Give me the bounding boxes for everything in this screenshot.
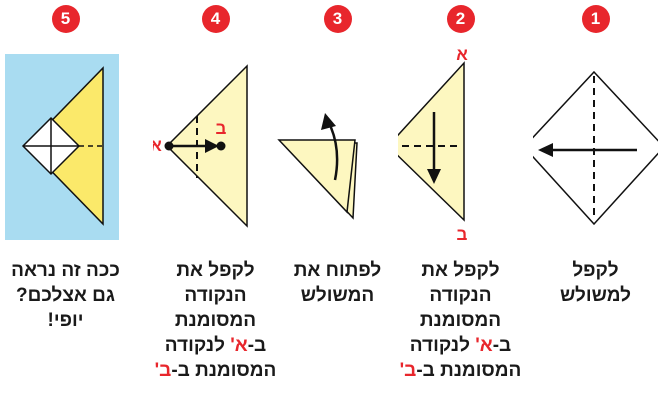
step-number-badge: 3 — [323, 5, 352, 33]
curved-unfold-arrow-icon — [328, 124, 339, 181]
point-b-label: ב — [457, 225, 468, 244]
unfold-diagram — [277, 113, 358, 220]
fold-point-diagram: א ב — [153, 64, 248, 228]
step-caption: לקפל את הנקודה המסומנת ב-א' לנקודה המסומ… — [399, 260, 522, 381]
step-number-badge: 2 — [446, 5, 475, 33]
step-1: 1 לקפל למשולש — [533, 0, 658, 396]
step-4: 4 א ב לקפל את הנקודה המסומנת ב-א' לנקודה… — [153, 0, 278, 396]
caption-line-5: המסומנת ב-ב' — [154, 360, 277, 381]
unfold-arrow-head-icon — [321, 113, 336, 130]
fold-arrow-head-icon — [427, 169, 441, 184]
step-caption: לקפל למשולש — [559, 260, 632, 306]
step-5: 5 ככה זה נראה גם אצלכם? יופי! — [3, 0, 128, 396]
step-3: 3 לפתוח את המשולש — [275, 0, 400, 396]
point-a-dot-icon — [164, 141, 174, 151]
step-2: 2 א ב לקפל את הנקודה המסומנת ב-א' לנקודה… — [398, 0, 523, 396]
fold-arrow-head-icon — [538, 143, 553, 157]
paper-square — [533, 70, 658, 226]
fold-arrow-head-icon — [205, 139, 219, 153]
caption-line-4: ב-א' לנקודה — [164, 335, 267, 356]
point-b-dot-icon — [216, 141, 226, 151]
square-diagram — [533, 70, 658, 226]
step-number-badge: 1 — [581, 5, 610, 33]
caption-line-4: ב-א' לנקודה — [409, 335, 512, 356]
paper-triangle — [398, 61, 465, 222]
paper-front-layer — [277, 139, 356, 214]
step-number-badge: 4 — [201, 5, 230, 33]
step-number-badge: 5 — [51, 5, 80, 33]
step-caption: לקפל את הנקודה המסומנת ב-א' לנקודה המסומ… — [154, 260, 277, 381]
result-diagram — [5, 54, 119, 240]
point-a-label: א — [153, 136, 162, 155]
triangle-diagram: א ב — [398, 45, 468, 244]
point-b-label: ב — [216, 119, 227, 138]
point-a-label: א — [456, 45, 468, 64]
caption-line-5: המסומנת ב-ב' — [399, 360, 522, 381]
step-caption: לפתוח את המשולש — [293, 260, 382, 306]
step-caption: ככה זה נראה גם אצלכם? יופי! — [11, 260, 120, 331]
